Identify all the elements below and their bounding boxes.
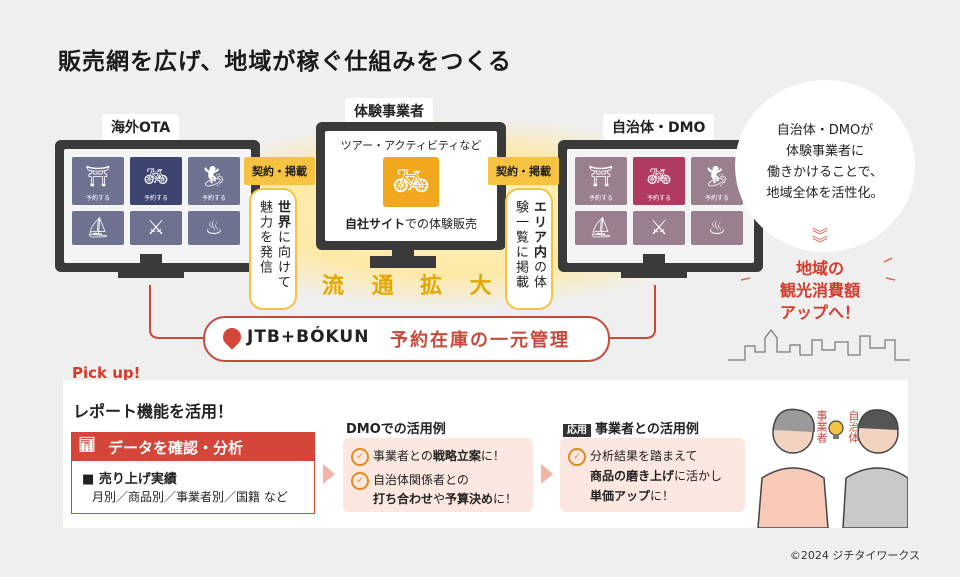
kimono-icon: ⛩ (85, 164, 111, 188)
jtb-inventory-bar: JTB+BÓKUN 予約在庫の一元管理 (203, 316, 610, 362)
tile-kimono[interactable]: ⛩予約する (72, 157, 124, 205)
arrow-right-icon (541, 464, 553, 484)
jtb-bokun-logo: JTB+BÓKUN (247, 327, 370, 347)
chart-icon: 📊︎ (78, 437, 96, 453)
person-government-label: 自治体 (847, 410, 860, 443)
dmo-usage-box: ✓事業者との戦略立案に！ ✓自治体関係者との 打ち合わせや予算決めに！ (343, 438, 533, 512)
monitor-label-dmo: 自治体・DMO (603, 114, 715, 140)
onsen-icon: ♨ (205, 215, 223, 239)
sales-item: ■ 売り上げ実績 (82, 472, 177, 487)
samurai-icon: ⚔ (147, 215, 165, 239)
tile-onsen[interactable]: ♨ (691, 211, 743, 245)
pin-icon (219, 324, 245, 350)
monitor-base (621, 264, 687, 278)
inventory-text: 予約在庫の一元管理 (390, 330, 570, 351)
paddle-icon: 🏄︎ (704, 164, 730, 188)
kimono-icon: ⛩ (588, 164, 614, 188)
bicycle-icon[interactable]: 🚲︎ (383, 157, 439, 207)
pickup-panel: レポート機能を活用！ 📊︎ データを確認・分析 ■ 売り上げ実績 月別／商品別／… (63, 380, 908, 528)
global-callout: 世界に向けて魅力を発信 (249, 188, 297, 310)
ota-screen: ⛩予約する 🚲︎予約する 🏄︎予約する ⛵︎ ⚔ ♨ (64, 149, 251, 263)
biz-usage-box: ✓分析結果を踏まえて 商品の磨き上げに活かし 単価アップに！ (560, 438, 745, 512)
monitor-label-operator: 体験事業者 (345, 98, 433, 124)
dmo-item-2: ✓自治体関係者との (351, 471, 469, 490)
arrow-right-icon (323, 464, 335, 484)
tile-boat[interactable]: ⛵︎ (575, 211, 627, 245)
dmo-screen: ⛩予約する 🚲︎予約する 🏄︎予約する ⛵︎ ⚔ ♨ (567, 149, 754, 263)
bicycle-icon: 🚲︎ (143, 164, 169, 188)
tile-armor[interactable]: ⚔ (633, 211, 685, 245)
monitor-operator: ツアー・アクティビティなど 🚲︎ 自社サイトでの体験販売 (316, 122, 506, 250)
sales-breakdown: 月別／商品別／事業者別／国籍 など (92, 490, 288, 504)
monitor-stand (392, 250, 414, 258)
person-operator-label: 事業者 (815, 410, 828, 443)
page-title: 販売網を広げ、地域が稼ぐ仕組みをつくる (58, 49, 512, 75)
biz-usage-title: 応用事業者との活用例 (563, 418, 699, 437)
biz-item-3: 単価アップに！ (590, 489, 675, 503)
boat-icon: ⛵︎ (588, 215, 614, 239)
boat-icon: ⛵︎ (85, 215, 111, 239)
tile-bicycle[interactable]: 🚲︎予約する (130, 157, 182, 205)
contract-tag-left: 契約・掲載 (244, 157, 315, 185)
biz-item-2: 商品の磨き上げに活かし (590, 469, 723, 483)
area-callout: エリア内の体験一覧に掲載 (505, 188, 553, 310)
tile-armor[interactable]: ⚔ (130, 211, 182, 245)
data-analysis-box: 📊︎ データを確認・分析 ■ 売り上げ実績 月別／商品別／事業者別／国籍 など (71, 432, 315, 514)
contract-tag-right: 契約・掲載 (488, 157, 559, 185)
pickup-label: Pick up! (72, 364, 141, 382)
data-analysis-header: 📊︎ データを確認・分析 (72, 433, 314, 461)
dmo-item-2-cont: 打ち合わせや予算決めに！ (373, 492, 518, 506)
chevron-down-icon: ︾︾ (811, 226, 828, 253)
band-expansion: 拡 大 (420, 274, 502, 299)
band-distribution: 流 通 (322, 274, 404, 299)
monitor-dmo: ⛩予約する 🚲︎予約する 🏄︎予約する ⛵︎ ⚔ ♨ (558, 140, 763, 272)
check-icon: ✓ (351, 447, 369, 466)
operator-subtitle: ツアー・アクティビティなど (340, 139, 482, 152)
operator-caption: 自社サイトでの体験販売 (344, 217, 478, 231)
boost-message: 地域の 観光消費額 アップへ！ (779, 259, 860, 322)
check-icon: ✓ (568, 447, 586, 466)
operator-screen: ツアー・アクティビティなど 🚲︎ 自社サイトでの体験販売 (325, 131, 497, 241)
dmo-bubble: 自治体・DMOが 体験事業者に 働きかけることで、 地域全体を活性化。 (735, 80, 915, 252)
tile-bicycle[interactable]: 🚲︎予約する (633, 157, 685, 205)
check-icon: ✓ (351, 471, 369, 490)
tile-boat[interactable]: ⛵︎ (72, 211, 124, 245)
samurai-icon: ⚔ (650, 215, 668, 239)
paddle-icon: 🏄︎ (201, 164, 227, 188)
report-heading: レポート機能を活用！ (73, 402, 234, 421)
tile-sup[interactable]: 🏄︎予約する (691, 157, 743, 205)
monitor-stand (643, 254, 665, 264)
monitor-base (370, 256, 436, 268)
monitor-stand (140, 254, 162, 264)
bicycle-icon: 🚲︎ (646, 164, 672, 188)
dmo-item-1: ✓事業者との戦略立案に！ (351, 447, 505, 466)
people-illustration (757, 408, 908, 528)
monitor-base (118, 264, 184, 278)
biz-item-1: ✓分析結果を踏まえて (568, 447, 697, 466)
onsen-icon: ♨ (708, 215, 726, 239)
tile-sup[interactable]: 🏄︎予約する (188, 157, 240, 205)
monitor-ota: ⛩予約する 🚲︎予約する 🏄︎予約する ⛵︎ ⚔ ♨ (55, 140, 260, 272)
tile-onsen[interactable]: ♨ (188, 211, 240, 245)
copyright-footer: ©2024 ジチタイワークス (789, 549, 920, 562)
dmo-usage-title: DMOでの活用例 (346, 422, 446, 437)
tile-kimono[interactable]: ⛩予約する (575, 157, 627, 205)
monitor-label-ota: 海外OTA (102, 114, 180, 140)
